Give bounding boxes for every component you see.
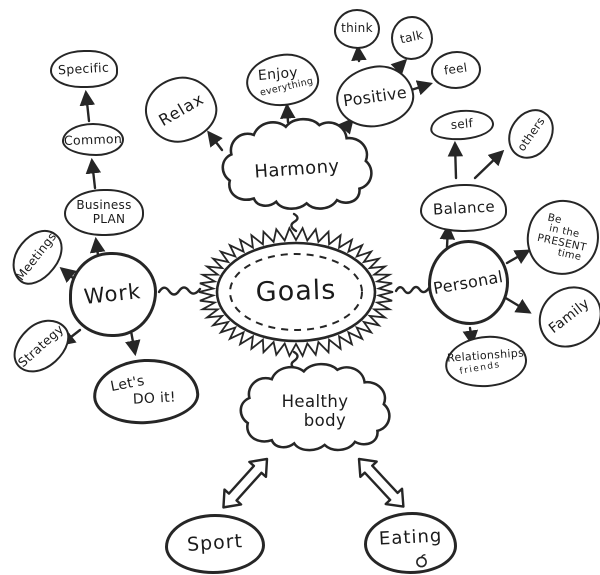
sport-label: Sport xyxy=(186,530,244,557)
apple-icon xyxy=(416,554,427,568)
healthy-body-line1: Healthy xyxy=(281,392,349,412)
node-balance: Balance xyxy=(420,184,507,232)
node-healthy-body: Healthy body xyxy=(235,362,395,459)
arrow-harmony-enjoy xyxy=(279,102,296,124)
node-business-plan: Business PLAN xyxy=(64,189,144,236)
node-sport: Sport xyxy=(165,514,265,574)
family-label: Family xyxy=(546,295,593,338)
node-feel: feel xyxy=(431,51,481,89)
arrow-harmony-relax xyxy=(207,130,224,152)
goals-starburst-shape xyxy=(198,225,394,359)
talk-label: talk xyxy=(398,28,425,47)
think-label: think xyxy=(341,21,373,36)
node-eating: Eating xyxy=(364,512,457,574)
node-goals: Goals xyxy=(196,225,396,359)
goals-label: Goals xyxy=(255,274,337,309)
node-work: Work xyxy=(69,252,157,337)
common-label: Common xyxy=(63,130,123,148)
arrow-work-letsdoit xyxy=(125,329,141,357)
personal-label: Personal xyxy=(432,266,505,298)
arrow-work-businessplan xyxy=(89,236,106,257)
relax-label: Relax xyxy=(154,88,207,130)
self-label: self xyxy=(450,116,474,133)
business-plan-line2: PLAN xyxy=(92,211,126,226)
squiggle-goals-personal xyxy=(394,285,431,295)
specific-label: Specific xyxy=(58,59,110,78)
squiggle-goals-harmony xyxy=(290,212,299,233)
healthy-body-label: Healthy body xyxy=(281,392,349,431)
node-common: Common xyxy=(62,123,124,156)
node-harmony: Harmony xyxy=(217,117,377,218)
squiggle-goals-work xyxy=(157,286,202,296)
positive-label: Positive xyxy=(341,82,408,110)
others-label: others xyxy=(513,113,548,154)
arrow-balance-others xyxy=(473,149,505,180)
arrow-balance-self xyxy=(447,140,464,180)
node-talk: talk xyxy=(391,16,433,60)
arrow-businessplan-common xyxy=(85,157,102,190)
feel-label: feel xyxy=(443,60,469,78)
balance-label: Balance xyxy=(432,196,495,219)
work-label: Work xyxy=(83,278,143,309)
arrow-positive-feel xyxy=(409,80,433,96)
double-arrow-healthybody-sport xyxy=(213,450,277,517)
arrow-positive-think xyxy=(351,44,367,63)
healthy-body-line2: body xyxy=(303,411,347,431)
business-plan-line1: Business xyxy=(76,198,132,213)
present-line4: time xyxy=(556,246,583,263)
lets-do-it-line2: DO it! xyxy=(132,388,177,408)
arrow-personal-family xyxy=(502,295,532,314)
eating-label: Eating xyxy=(378,525,443,550)
node-specific: Specific xyxy=(50,50,118,88)
node-think: think xyxy=(334,9,380,49)
node-personal: Personal xyxy=(428,240,509,325)
arrow-common-specific xyxy=(79,89,96,123)
double-arrow-healthybody-eating xyxy=(349,450,413,516)
arrow-personal-present xyxy=(505,249,531,265)
